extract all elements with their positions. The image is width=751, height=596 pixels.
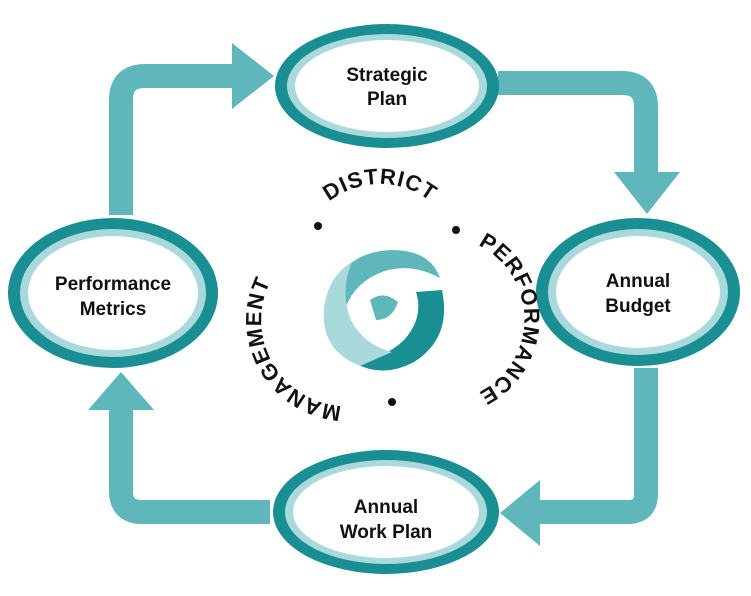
node-strategic-plan-line2: Plan <box>367 89 407 110</box>
node-annual-work-plan: Annual Work Plan <box>273 450 499 574</box>
node-strategic-plan-line1: Strategic <box>346 65 428 86</box>
connector-plan-to-budget <box>498 71 658 178</box>
seal-dot-top-right <box>452 226 460 234</box>
node-strategic-plan: Strategic Plan <box>275 24 499 148</box>
seal-top-text: DISTRICT <box>318 164 442 206</box>
arrow-head-to-workplan <box>500 480 540 546</box>
node-annual-work-plan-line2: Work Plan <box>340 522 433 543</box>
node-annual-work-plan-line1: Annual <box>354 497 418 518</box>
arrow-head-to-metrics <box>88 372 154 410</box>
district-seal: DISTRICT PERFORMANCE MANAGEMENT <box>241 164 545 427</box>
seal-right-text-path: PERFORMANCE <box>476 228 544 410</box>
connector-metrics-to-plan <box>109 64 232 215</box>
connector-budget-to-workplan <box>540 368 658 524</box>
seal-dot-top-left <box>314 222 322 230</box>
node-performance-metrics-line2: Metrics <box>80 299 147 320</box>
node-annual-budget-line1: Annual <box>606 271 670 292</box>
cycle-connectors <box>88 43 680 546</box>
arrow-head-to-plan <box>232 43 274 109</box>
connector-workplan-to-metrics <box>109 410 270 524</box>
node-performance-metrics-line1: Performance <box>55 274 171 295</box>
node-annual-budget-line2: Budget <box>605 296 671 317</box>
node-performance-metrics: Performance Metrics <box>8 218 218 368</box>
seal-top-text-path: DISTRICT <box>318 164 441 206</box>
node-annual-budget: Annual Budget <box>536 218 740 366</box>
seal-dot-bottom <box>388 398 396 406</box>
arrow-head-to-budget <box>614 172 680 214</box>
hands-circle-icon <box>322 248 446 372</box>
seal-right-text: PERFORMANCE <box>476 228 545 410</box>
